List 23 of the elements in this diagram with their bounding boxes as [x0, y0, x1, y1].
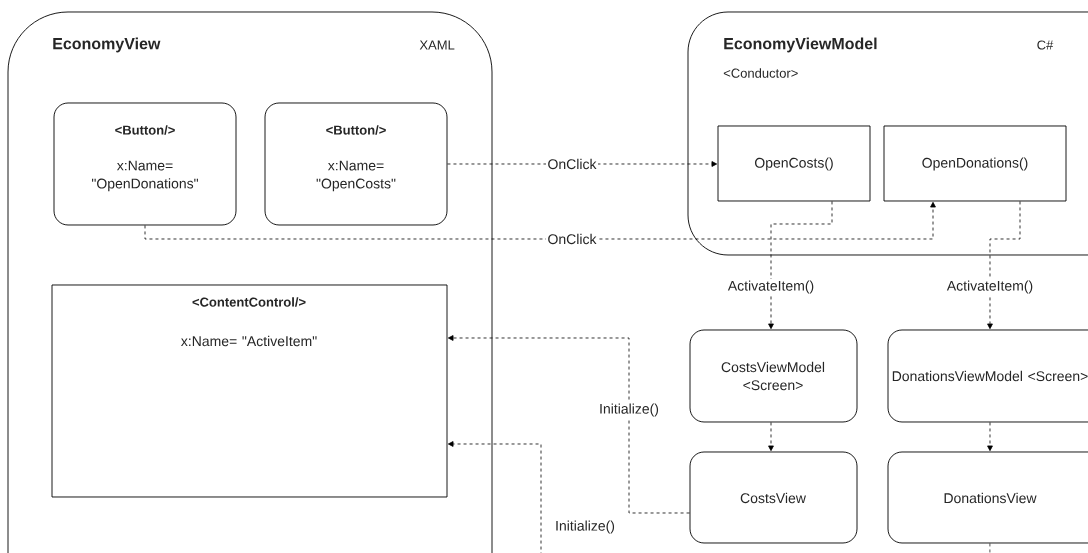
arrow — [987, 201, 1021, 330]
arrow — [447, 161, 718, 167]
arrow — [987, 422, 993, 452]
edge-label: Initialize() — [597, 401, 661, 418]
arrow — [447, 335, 690, 514]
button-box: <Button/> x:Name= "OpenDonations" — [53, 102, 237, 226]
arrow — [144, 201, 936, 240]
edge-label: Initialize() — [553, 518, 617, 535]
edge-label: ActivateItem() — [726, 278, 816, 295]
view-box: DonationsView — [887, 451, 1088, 544]
method-box: OpenDonations() — [883, 125, 1067, 202]
button-box: <Button/> x:Name= "OpenCosts" — [264, 102, 448, 226]
method-box: OpenCosts() — [717, 125, 871, 202]
arrow — [768, 422, 774, 452]
arrow — [447, 441, 991, 553]
screen-box: DonationsViewModel <Screen> — [887, 329, 1088, 423]
content-control-box: <ContentControl/> x:Name= "ActiveItem" — [51, 284, 448, 498]
arrow — [768, 201, 833, 330]
edge-label: OnClick — [546, 157, 598, 171]
view-box: CostsView — [689, 451, 858, 544]
edge-label: ActivateItem() — [945, 278, 1035, 295]
screen-box: CostsViewModel <Screen> — [689, 329, 858, 423]
edge-label: OnClick — [546, 232, 598, 246]
